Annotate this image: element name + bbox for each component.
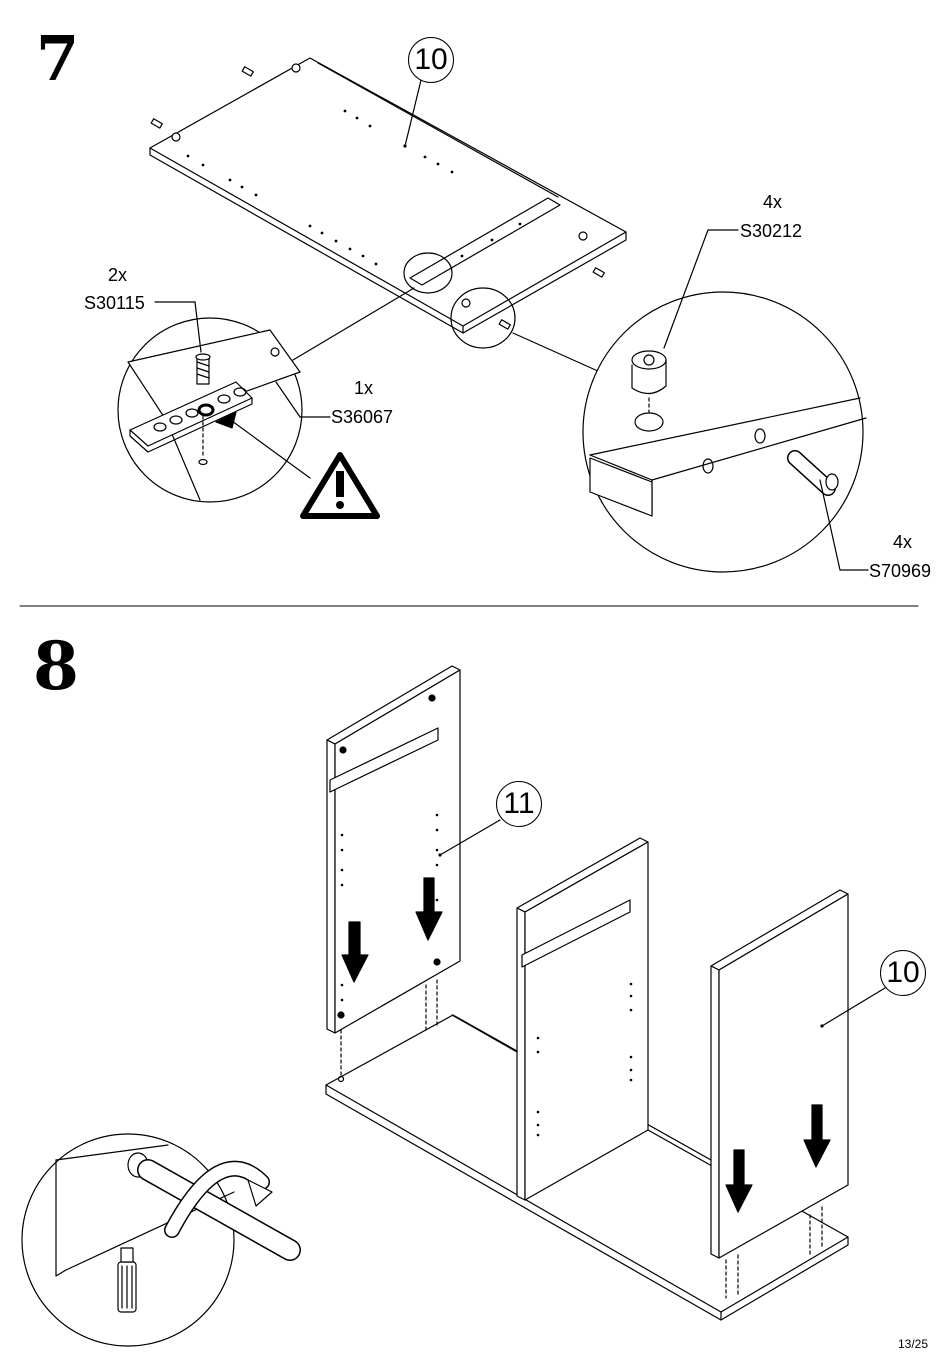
callout-qty-s30212: 4x xyxy=(763,193,782,211)
callout-qty-s70969: 4x xyxy=(893,533,912,551)
callout-qty-s30115: 2x xyxy=(108,266,127,284)
step7-zoom-left xyxy=(118,302,330,502)
callout-code-s30212: S30212 xyxy=(740,222,802,240)
page-number: 13/25 xyxy=(898,1337,928,1351)
step8-assembly xyxy=(326,666,885,1320)
callout-code-s30115: S30115 xyxy=(84,294,145,312)
panel-id-circle-10-step8: 10 xyxy=(880,950,926,996)
callout-code-s36067: S36067 xyxy=(331,408,393,426)
screwdriver-icon xyxy=(22,1134,290,1346)
step7-zoom-right xyxy=(583,230,868,572)
step-number-8: 8 xyxy=(33,633,79,699)
step-number-7: 7 xyxy=(36,28,79,90)
panel-id-circle-10-step7: 10 xyxy=(408,37,454,83)
warning-triangle-icon xyxy=(303,455,377,516)
callout-qty-s36067: 1x xyxy=(354,379,373,397)
callout-code-s70969: S70969 xyxy=(869,562,931,580)
panel-id-circle-11: 11 xyxy=(496,781,542,827)
